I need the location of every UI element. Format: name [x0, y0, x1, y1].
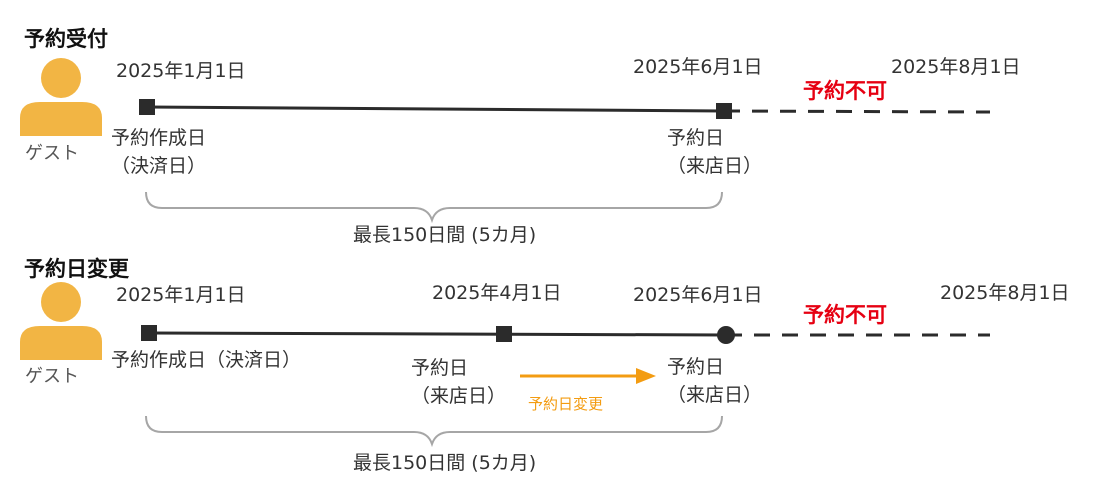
date-change-2: 2025年4月1日: [432, 282, 562, 304]
date-start-2: 2025年1月1日: [116, 284, 246, 306]
timeline-1-solid: [146, 105, 725, 113]
old-visit-marker-2: [496, 326, 512, 342]
new-visit-sublabel-2: （来店日）: [667, 384, 763, 406]
not-allowed-label-1: 予約不可: [803, 79, 887, 103]
start-label-1: 予約作成日: [111, 127, 207, 149]
guest-label-1: ゲスト: [25, 143, 79, 164]
start-sublabel-1: （決済日）: [111, 155, 207, 177]
guest-label-2: ゲスト: [25, 366, 79, 387]
duration-brace-1: [145, 191, 723, 224]
change-arrow: [520, 368, 656, 384]
start-marker-2: [141, 325, 157, 341]
date-end-1: 2025年8月1日: [891, 56, 1021, 78]
date-mid-2: 2025年6月1日: [633, 284, 763, 306]
section-title-reservation: 予約受付: [24, 27, 108, 51]
new-visit-marker-2: [717, 326, 735, 344]
guest-icon-1: [20, 58, 102, 136]
old-visit-label-2: 予約日: [411, 357, 469, 379]
start-label-2: 予約作成日（決済日）: [111, 349, 302, 371]
old-visit-sublabel-2: （来店日）: [411, 385, 507, 407]
timeline-2-solid: [148, 331, 727, 337]
visit-label-1: 予約日: [667, 127, 725, 149]
not-allowed-label-2: 予約不可: [803, 303, 887, 327]
change-label: 予約日変更: [528, 395, 604, 413]
date-mid-1: 2025年6月1日: [633, 56, 763, 78]
timeline-1-dashed: [723, 109, 991, 114]
duration-label-1: 最長150日間 (5カ月): [353, 224, 537, 246]
visit-sublabel-1: （来店日）: [667, 155, 763, 177]
date-start-1: 2025年1月1日: [116, 60, 246, 82]
duration-label-2: 最長150日間 (5カ月): [353, 452, 537, 474]
visit-marker-1: [716, 103, 732, 119]
date-end-2: 2025年8月1日: [940, 282, 1070, 304]
guest-icon-2: [20, 282, 102, 360]
new-visit-label-2: 予約日: [667, 356, 725, 378]
section-title-change: 予約日変更: [24, 257, 129, 281]
start-marker-1: [139, 99, 155, 115]
duration-brace-2: [145, 415, 723, 448]
